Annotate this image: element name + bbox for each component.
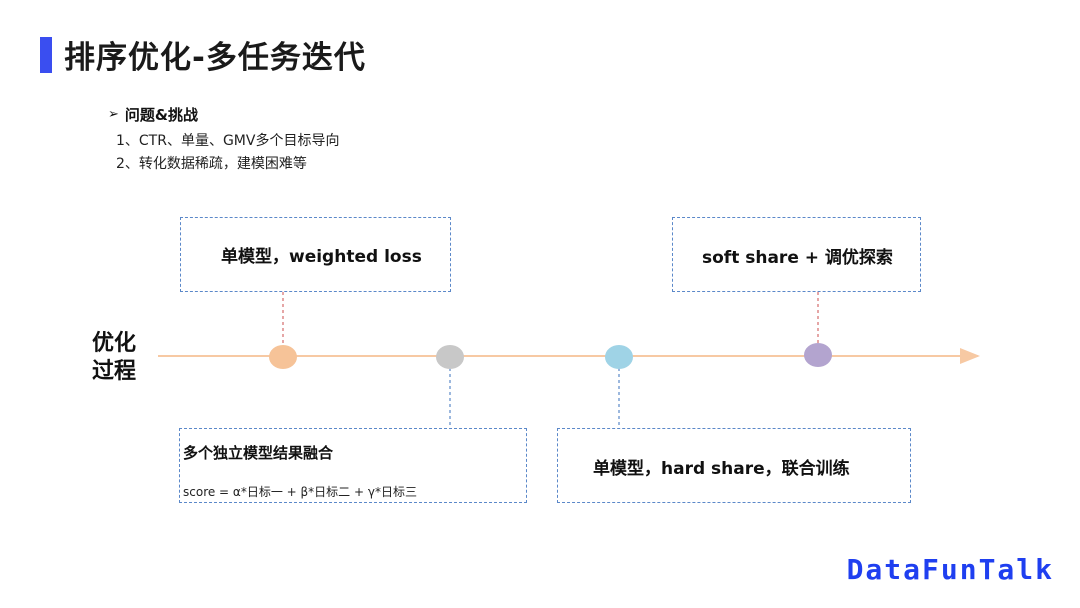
stage-node-3: [605, 345, 633, 369]
stage-label-3: 单模型，hard share，联合训练: [593, 459, 850, 479]
datafuntalk-logo: DataFunTalk: [846, 553, 1054, 586]
stage-node-1: [269, 345, 297, 369]
stage-box-1: [180, 217, 451, 292]
process-label-line1: 优化: [92, 331, 137, 356]
stage-box-3: [557, 428, 911, 503]
page-title: 排序优化-多任务迭代: [64, 40, 366, 76]
stage-label-1: 单模型，weighted loss: [221, 247, 422, 267]
section-heading: ➢ 问题&挑战: [108, 104, 198, 125]
challenge-item-2: 2、转化数据稀疏，建模困难等: [116, 156, 307, 172]
stage-label-4: soft share + 调优探索: [702, 248, 893, 268]
challenge-item-1: 1、CTR、单量、GMV多个目标导向: [116, 133, 340, 149]
process-label-line2: 过程: [92, 359, 137, 384]
stage-box-4: [672, 217, 921, 292]
stage-box-2: [179, 428, 527, 503]
stage-label-2: 多个独立模型结果融合: [183, 444, 334, 462]
arrow-bullet-icon: ➢: [108, 107, 119, 122]
title-accent-bar: [40, 37, 52, 73]
process-label: 优化 过程: [92, 330, 144, 386]
section-heading-text: 问题&挑战: [124, 106, 198, 124]
stage-node-4: [804, 343, 832, 367]
stage-formula-2: score = α*日标一 + β*日标二 + γ*日标三: [183, 485, 417, 499]
stage-node-2: [436, 345, 464, 369]
